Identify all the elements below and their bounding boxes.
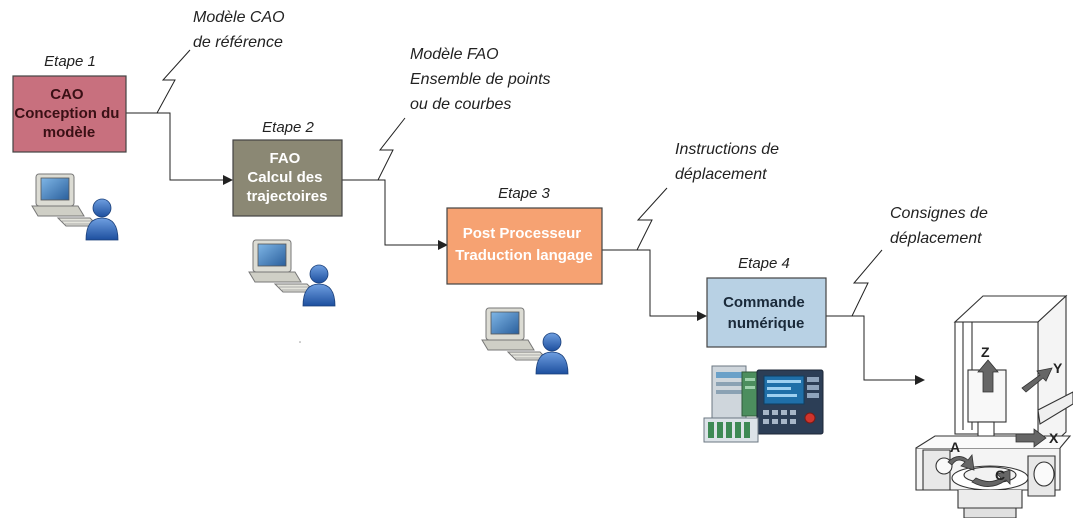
x-axis-arrow xyxy=(1015,428,1047,448)
connector-1-2 xyxy=(126,112,233,185)
svg-text:CAO Conception du: CAO Conception du modèle xyxy=(14,86,123,141)
computer-user-icon xyxy=(31,173,119,241)
step-4-label: Etape 4 xyxy=(738,255,790,272)
computer-user-icon xyxy=(481,307,569,375)
axis-label-c: C xyxy=(995,467,1005,483)
note-leader-2 xyxy=(377,117,406,181)
note-1: Modèle CAO de référence xyxy=(193,9,289,51)
note-3: Instructions de déplacement xyxy=(675,141,784,183)
step-4-box: Commande numérique xyxy=(706,277,827,348)
y-axis-arrow xyxy=(1021,367,1053,393)
speck xyxy=(299,341,301,343)
step-1-box: CAO Conception du modèle xyxy=(12,75,127,153)
cnc-controller-icon xyxy=(703,365,824,443)
step-2-label: Etape 2 xyxy=(262,119,314,136)
axis-arrows xyxy=(947,359,1053,487)
computer-user-icon xyxy=(248,239,336,307)
connector-2-3 xyxy=(342,179,448,250)
step-2-box: FAO Calcul des trajectoires xyxy=(232,139,343,217)
note-4: Consignes de déplacement xyxy=(890,205,992,247)
axis-label-a: A xyxy=(950,439,960,455)
step-3-label: Etape 3 xyxy=(498,185,550,202)
note-leaders xyxy=(156,49,883,317)
connectors xyxy=(126,112,925,385)
axis-label-y: Y xyxy=(1053,360,1063,376)
note-leader-1 xyxy=(156,49,191,114)
connector-4-machine xyxy=(826,315,925,385)
connector-3-4 xyxy=(602,249,707,321)
note-2: Modèle FAO Ensemble de points ou de cour… xyxy=(410,46,555,113)
note-leader-3 xyxy=(636,187,668,251)
svg-text:Commande numérique: Commande numérique xyxy=(723,294,809,332)
note-leader-4 xyxy=(851,249,883,317)
z-axis-arrow xyxy=(977,359,999,393)
a-axis-arrow xyxy=(947,454,975,471)
svg-text:Post Processeur Traducti: Post Processeur Traduction langage xyxy=(455,225,593,264)
svg-text:FAO Calcul des tra: FAO Calcul des trajectoires xyxy=(247,150,328,205)
step-1-label: Etape 1 xyxy=(44,53,96,70)
step-3-box: Post Processeur Traduction langage xyxy=(446,207,603,285)
axis-label-z: Z xyxy=(981,344,990,360)
axis-label-x: X xyxy=(1049,430,1059,446)
c-axis-arrow xyxy=(971,469,1011,487)
